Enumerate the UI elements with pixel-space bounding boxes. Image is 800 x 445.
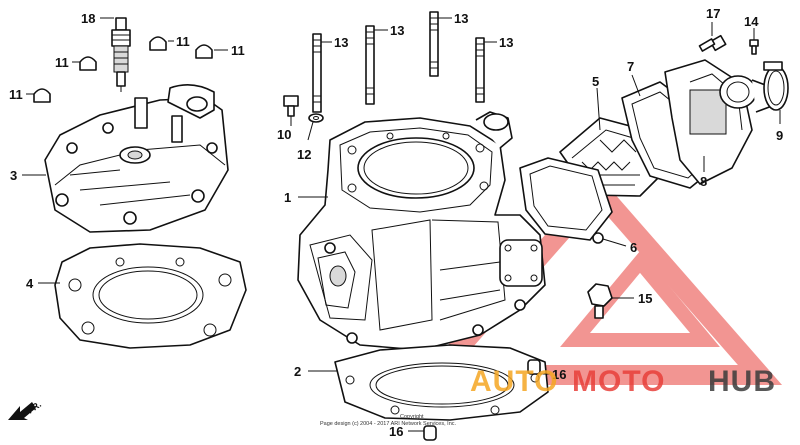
reed-bolt	[592, 232, 604, 244]
watermark-text-auto: AUTO	[470, 365, 558, 398]
stud-bolt-1	[312, 33, 322, 113]
cap-nut-1	[149, 36, 167, 51]
callout-9: 9	[776, 128, 783, 143]
head-gasket	[54, 243, 247, 349]
washer	[308, 113, 324, 123]
callout-11-cap-nut-4: 11	[9, 87, 23, 102]
spark-plug	[111, 17, 131, 92]
watermark-wordmark: AUTO MOTO HUB	[470, 365, 776, 398]
callout-16-dowel-2: 16	[389, 424, 403, 439]
callout-4: 4	[26, 276, 34, 291]
callout-13-stud-4: 13	[499, 35, 513, 50]
callout-12: 12	[297, 147, 311, 162]
clamp-screw	[749, 39, 759, 55]
callout-14: 14	[744, 14, 759, 29]
callout-7: 7	[627, 59, 634, 74]
copyright-line-1: Copyright	[400, 414, 424, 420]
reed-gasket-lower	[519, 157, 613, 241]
hose-clamp	[763, 61, 789, 111]
cap-nut-2	[195, 44, 213, 59]
cylinder-head	[44, 84, 229, 233]
callout-13-stud-3: 13	[454, 11, 468, 26]
callout-11-cap-nut-1: 11	[176, 34, 190, 49]
callout-2: 2	[294, 364, 301, 379]
intake-bolt	[698, 34, 727, 52]
front-direction-marker: FR.	[8, 399, 43, 420]
callout-8: 8	[700, 174, 707, 189]
callout-3: 3	[10, 168, 17, 183]
callout-17: 17	[706, 6, 720, 21]
callout-10: 10	[277, 127, 291, 142]
cap-nut-4	[33, 88, 51, 103]
callout-numbers: 18 11 11 11 11 3 4 13 13 13 13 10 12 1 2…	[9, 6, 783, 439]
copyright-notice: Copyright Page design (c) 2004 - 2017 AR…	[320, 414, 457, 427]
callout-13-stud-2: 13	[390, 23, 404, 38]
stud-bolt-2	[365, 25, 375, 105]
stud-bolt-4	[475, 37, 485, 103]
cap-nut-3	[79, 56, 97, 71]
callout-15: 15	[638, 291, 652, 306]
leader-lines	[22, 17, 781, 432]
dowel-pin-1	[527, 359, 541, 375]
watermark-text-hub: HUB	[708, 365, 776, 398]
dowel-pin-2	[423, 425, 437, 441]
copyright-line-2: Page design (c) 2004 - 2017 ARI Network …	[320, 421, 457, 427]
callout-16-dowel-1: 16	[552, 367, 566, 382]
callout-13-stud-1: 13	[334, 35, 348, 50]
callout-6: 6	[630, 240, 637, 255]
callout-11-cap-nut-3: 11	[55, 55, 69, 70]
callout-11-cap-nut-2: 11	[231, 43, 245, 58]
callout-5: 5	[592, 74, 599, 89]
callout-1: 1	[284, 190, 291, 205]
stud-bolt-3	[429, 11, 439, 77]
front-arrow-icon	[8, 402, 36, 420]
cylinder	[297, 111, 546, 351]
watermark-text-moto: MOTO	[572, 365, 665, 398]
flange-bolt	[283, 95, 299, 117]
base-gasket	[334, 344, 549, 421]
callout-18: 18	[81, 11, 95, 26]
